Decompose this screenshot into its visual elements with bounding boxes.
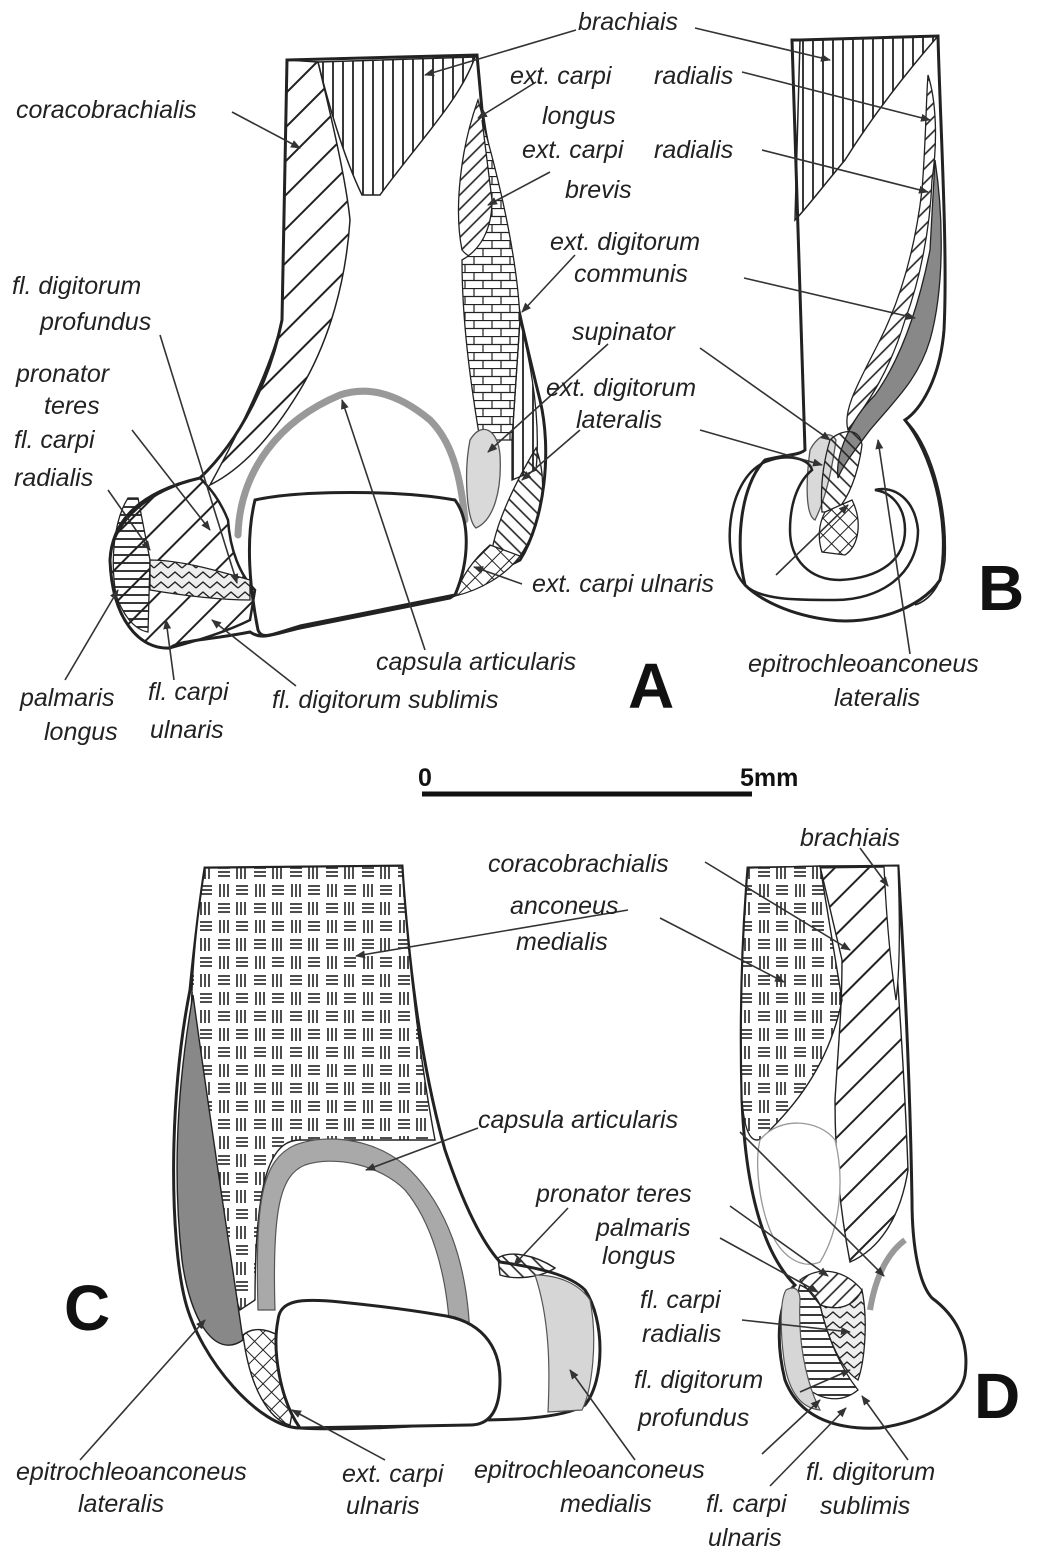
label-epi-lat-line2-c: lateralis [78,1490,164,1518]
panel-a-drawing [110,55,546,648]
label-supinator-a: supinator [572,318,677,346]
label-coracobrachialis-c: coracobrachialis [488,850,669,878]
label-palmaris-line1-a: palmaris [19,684,114,712]
label-fds-a: fl. digitorum sublimis [272,686,498,714]
scale-bar: 0 5mm [418,764,798,794]
scale-bar-start: 0 [418,764,432,792]
scale-bar-end: 5mm [740,764,798,792]
label-coracobrachialis-a: coracobrachialis [16,96,197,124]
panel-label-d: D [974,1360,1020,1432]
label-pronator-c: pronator teres [535,1180,692,1208]
label-edl-line2: lateralis [576,406,662,434]
label-fdp-line1-a: fl. digitorum [12,272,141,300]
label-ecu-line2-c: ulnaris [346,1492,420,1520]
label-pt-line1-a: pronator [15,360,111,388]
label-capsula-c: capsula articularis [478,1106,678,1134]
label-epi-lat-line2-b: lateralis [834,684,920,712]
label-fcu-line2-d: ulnaris [708,1524,782,1552]
label-edc-line1: ext. digitorum [550,228,700,256]
label-radialis-top-b: radialis [654,62,733,90]
label-fcu-line1-a: fl. carpi [148,678,230,706]
label-fds-line2-d: sublimis [820,1492,910,1520]
label-epi-med-line1-c: epitrochleoanconeus [474,1456,705,1484]
label-palmaris-line2-d: longus [602,1242,676,1270]
label-brachiais-c: brachiais [800,824,900,852]
label-capsula-a: capsula articularis [376,648,576,676]
label-fds-line1-d: fl. digitorum [806,1458,935,1486]
label-edc-line2: communis [574,260,688,288]
label-ecrl-line2: longus [542,102,616,130]
panel-label-b: B [978,552,1024,624]
label-epi-lat-line1-c: epitrochleoanconeus [16,1458,247,1486]
panel-label-c: C [64,1272,110,1344]
panel-label-a: A [628,650,674,722]
label-ecu-line1-c: ext. carpi [342,1460,445,1488]
label-fcr-line1-d: fl. carpi [640,1286,722,1314]
label-anconeus-line2: medialis [516,928,608,956]
label-fcr-line2-a: radialis [14,464,93,492]
label-fcu-line1-d: fl. carpi [706,1490,788,1518]
trochlea-a [249,493,466,636]
label-epi-lat-line1-b: epitrochleoanconeus [748,650,979,678]
label-fdp-line2-a: profundus [39,308,151,336]
label-anconeus-line1: anconeus [510,892,618,920]
label-fdp-line1-d: fl. digitorum [634,1366,763,1394]
label-radialis-mid-b: radialis [654,136,733,164]
label-fcr-line1-a: fl. carpi [14,426,96,454]
panel-b-drawing [730,36,946,621]
label-brachiais-a: brachiais [578,8,678,36]
label-ecrl-line1: ext. carpi [510,62,613,90]
panel-d-drawing [741,866,966,1428]
label-fcr-line2-d: radialis [642,1320,721,1348]
label-ecrb-line2: brevis [565,176,632,204]
label-ecrb-line1: ext. carpi [522,136,625,164]
label-ecu-a: ext. carpi ulnaris [532,570,714,598]
label-pt-line2-a: teres [44,392,100,420]
label-fcu-line2-a: ulnaris [150,716,224,744]
label-fdp-line2-d: profundus [637,1404,749,1432]
label-palmaris-line2-a: longus [44,718,118,746]
label-palmaris-line1-d: palmaris [595,1214,690,1242]
label-epi-med-line2-c: medialis [560,1490,652,1518]
label-edl-line1: ext. digitorum [546,374,696,402]
